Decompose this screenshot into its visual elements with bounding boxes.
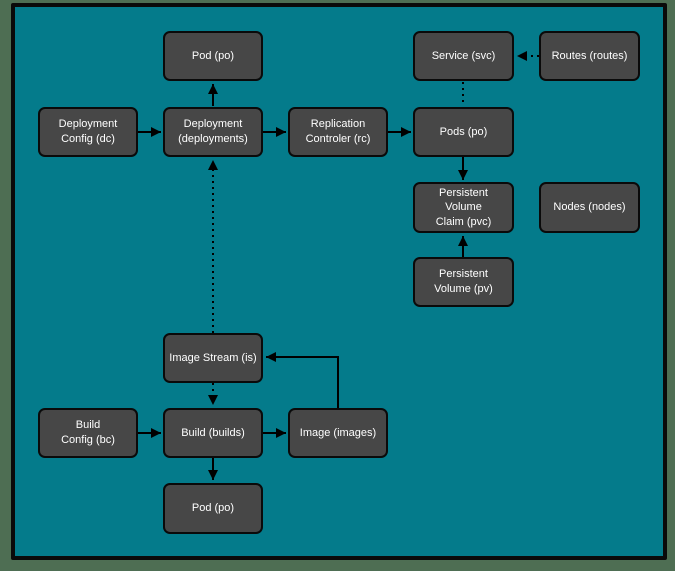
node-build-config: Build Config (bc) (38, 408, 138, 458)
node-persistent-volume: Persistent Volume (pv) (413, 257, 514, 307)
node-pod-top: Pod (po) (163, 31, 263, 81)
node-pods: Pods (po) (413, 107, 514, 157)
node-replication-controller: Replication Controler (rc) (288, 107, 388, 157)
node-service: Service (svc) (413, 31, 514, 81)
node-persistent-volume-claim: Persistent Volume Claim (pvc) (413, 182, 514, 233)
node-deployment-config: Deployment Config (dc) (38, 107, 138, 157)
node-routes: Routes (routes) (539, 31, 640, 81)
diagram-canvas (11, 3, 667, 560)
node-image-stream: Image Stream (is) (163, 333, 263, 383)
node-pod-bottom: Pod (po) (163, 483, 263, 534)
node-nodes: Nodes (nodes) (539, 182, 640, 233)
node-image: Image (images) (288, 408, 388, 458)
node-build: Build (builds) (163, 408, 263, 458)
node-deployment: Deployment (deployments) (163, 107, 263, 157)
